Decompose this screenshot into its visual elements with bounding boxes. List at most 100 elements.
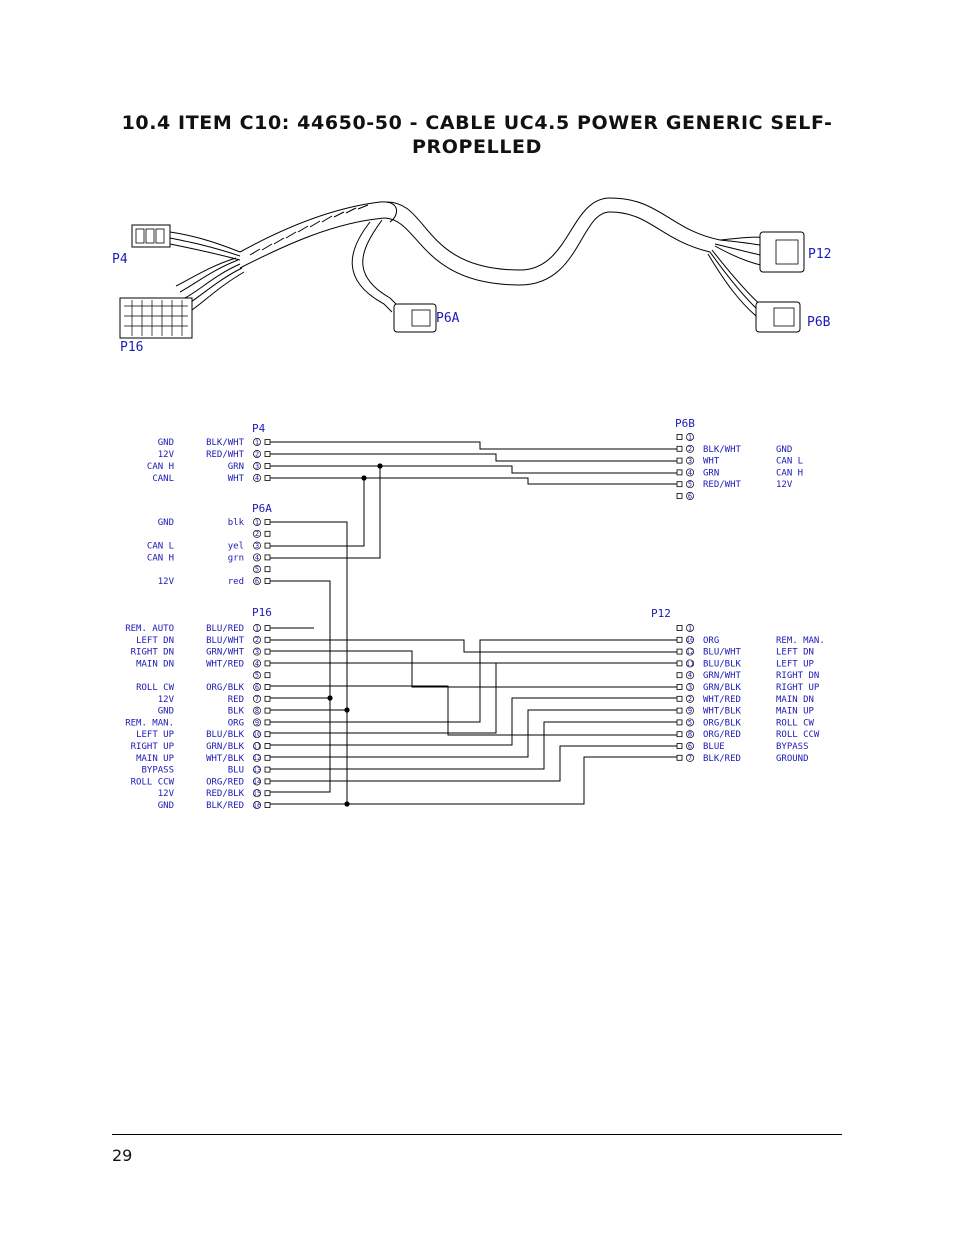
pin-number: 9: [688, 707, 692, 715]
pin-wire-color: ORG: [228, 718, 244, 728]
wire: [270, 465, 677, 474]
p16-pin-row: LEFT DN BLU/WHT 2: [136, 636, 271, 646]
pin-wire-color: BLU/RED: [206, 624, 244, 634]
wire: [270, 466, 381, 559]
pin-signal: MAIN DN: [136, 659, 174, 669]
pin-signal: BYPASS: [776, 742, 809, 752]
pin-terminal: [676, 672, 683, 679]
pin-terminal: [676, 625, 683, 631]
pin-number: 2: [688, 695, 692, 703]
pin-wire-color: BLK/WHT: [206, 438, 245, 448]
pin-number: 4: [688, 469, 692, 477]
photo-label-p6a: P6A: [436, 311, 460, 326]
pin-number: 6: [255, 683, 259, 691]
pin-number-circle: [686, 683, 694, 691]
wire: [270, 685, 677, 736]
pin-terminal: [676, 731, 683, 738]
pin-terminal: [676, 493, 683, 499]
section-title-continued: PROPELLED: [412, 136, 542, 158]
pin-terminal: [676, 684, 683, 690]
pin-number: 3: [255, 648, 259, 656]
connector-label-p16: P16: [252, 606, 272, 619]
pin-number-circle: [686, 753, 694, 762]
pin-number: 1: [255, 624, 259, 632]
p6b-pin-row: 6: [676, 492, 694, 500]
pin-signal: 12V: [776, 480, 793, 490]
pin-wire-color: GRN/BLK: [703, 683, 742, 693]
pin-number: 11: [686, 660, 694, 668]
pin-terminal: [264, 554, 271, 561]
pin-signal: CANL: [152, 474, 174, 484]
pin-signal: CAN L: [776, 457, 803, 467]
pin-signal: 12V: [158, 577, 175, 587]
pin-signal: GND: [158, 518, 174, 528]
pin-wire-color: RED/WHT: [703, 480, 742, 490]
photo-label-p6b: P6B: [807, 315, 831, 330]
pin-terminal: [264, 743, 271, 749]
connector-label-p6b: P6B: [675, 417, 695, 430]
pin-signal: CAN L: [147, 542, 174, 552]
pin-terminal: [676, 660, 683, 667]
pin-number-circle: [253, 647, 261, 656]
pin-signal: GND: [776, 445, 792, 455]
pin-number-circle: [253, 518, 261, 526]
pin-number: 10: [686, 636, 694, 644]
splice-dot: [327, 695, 333, 701]
pin-wire-color: ORG/RED: [206, 777, 244, 787]
pin-number-circle: [686, 647, 694, 656]
connector-label-p6a: P6A: [252, 502, 272, 515]
pin-terminal: [264, 790, 271, 797]
pin-number-circle: [686, 694, 694, 703]
pin-number: 2: [688, 445, 692, 453]
splice-dot: [344, 801, 350, 807]
pin-terminal: [264, 695, 271, 702]
pin-number-circle: [253, 742, 261, 750]
pin-signal: LEFT DN: [136, 636, 174, 646]
pin-terminal: [264, 660, 271, 667]
wire: [270, 441, 677, 450]
footer-rule: [112, 1134, 842, 1135]
wire: [270, 477, 677, 485]
pin-wire-color: RED/WHT: [206, 450, 245, 460]
wire: [270, 453, 677, 462]
pin-signal: REM. MAN.: [125, 718, 174, 728]
pin-terminal: [676, 445, 683, 452]
p6a-pin-row: 2: [253, 529, 271, 538]
pin-number-circle: [253, 577, 261, 585]
pin-number-circle: [686, 730, 694, 739]
pin-number: 2: [255, 636, 259, 644]
pin-signal: 12V: [158, 450, 175, 460]
pin-number: 2: [255, 530, 259, 538]
pin-terminal: [676, 648, 683, 655]
connector-label-p4: P4: [252, 422, 266, 435]
p4-connector: [131, 224, 171, 248]
pin-terminal: [264, 672, 271, 679]
pin-number: 1: [255, 438, 259, 446]
pin-terminal: [264, 648, 271, 655]
pin-signal: REM. MAN.: [776, 636, 825, 646]
pin-number-circle: [253, 765, 261, 774]
pin-number-circle: [686, 433, 694, 441]
pin-number-circle: [253, 683, 261, 691]
splice-dot: [377, 463, 383, 469]
pin-number-circle: [253, 541, 261, 550]
pin-wire-color: BLU/WHT: [206, 636, 245, 646]
pin-number-circle: [253, 730, 261, 739]
section-title: 10.4 ITEM C10: 44650-50 - CABLE UC4.5 PO…: [121, 112, 833, 134]
pin-number-circle: [686, 456, 694, 465]
wire: [270, 650, 677, 688]
splice-dot: [344, 707, 350, 713]
pin-wire-color: BLK/RED: [206, 801, 244, 811]
pin-terminal: [264, 731, 271, 738]
